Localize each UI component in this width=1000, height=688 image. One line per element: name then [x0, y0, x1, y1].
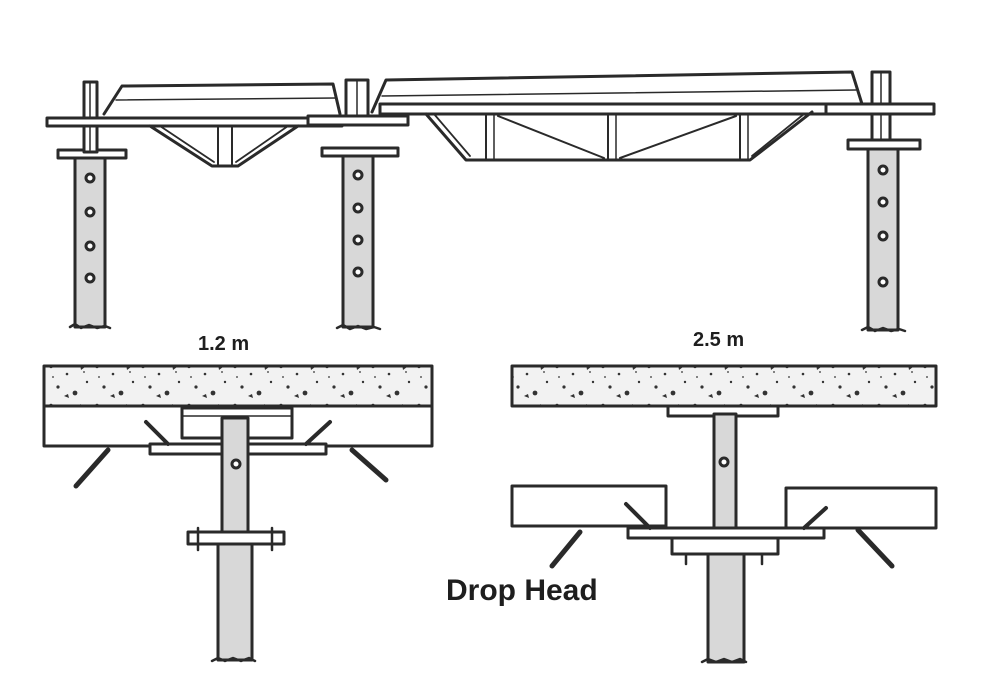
prop-left — [220, 416, 250, 540]
span-label-short: 1.2 m — [198, 333, 249, 355]
span-label-long: 2.5 m — [693, 329, 744, 351]
drop-head-caption: Drop Head — [446, 574, 598, 607]
left-panel — [45, 82, 344, 168]
prop-right — [712, 412, 738, 536]
concrete-slab-right — [510, 364, 938, 408]
right-panel — [306, 70, 936, 162]
top-elevation — [45, 70, 936, 333]
detail-left — [42, 364, 434, 663]
detail-right — [510, 364, 938, 664]
left-prop — [56, 80, 128, 330]
concrete-slab-left — [42, 364, 434, 408]
middle-prop — [320, 78, 400, 331]
